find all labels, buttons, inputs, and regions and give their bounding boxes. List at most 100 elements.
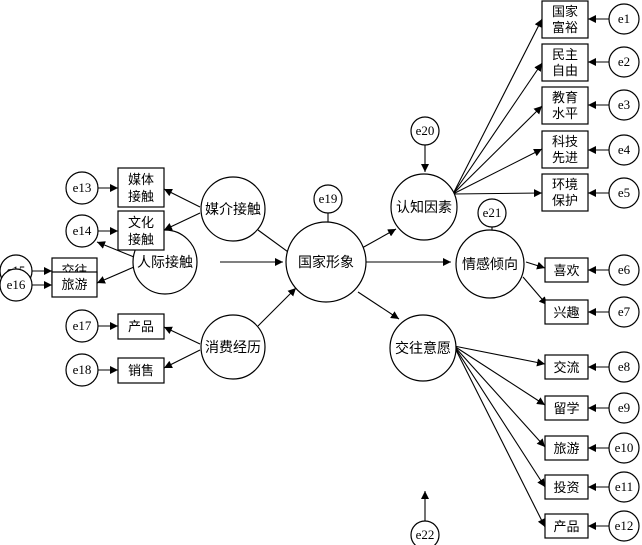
path-renji-to-jiaowang xyxy=(96,241,135,258)
error-label: e1 xyxy=(618,11,630,26)
path-jiaowang-to-chanpin xyxy=(453,345,546,528)
box-text: 富裕 xyxy=(552,20,578,36)
error-e18: e18 xyxy=(65,353,99,387)
box-text: 旅游 xyxy=(553,442,579,457)
error-label: e10 xyxy=(615,440,634,455)
box-text: 自由 xyxy=(552,64,578,79)
node-qinggan-qingxiang: 情感倾向 xyxy=(455,229,525,299)
node-jiaowang-yiyuan: 交往意愿 xyxy=(389,314,457,382)
error-label: e14 xyxy=(73,223,92,238)
box-text: 接触 xyxy=(128,189,154,205)
error-e19: e19 xyxy=(313,184,343,214)
error-label: e7 xyxy=(618,304,631,319)
path-jiaowang-to-jiaoliu xyxy=(453,345,546,367)
error-label: e22 xyxy=(416,527,435,542)
node-label-meijie-jiechu: 媒介接触 xyxy=(205,201,261,218)
error-e1: e1 xyxy=(608,3,640,35)
error-e2: e2 xyxy=(608,46,640,78)
node-xiaofei-jingli: 消费经历 xyxy=(200,314,266,380)
error-label: e4 xyxy=(618,142,631,157)
error-e3: e3 xyxy=(608,89,640,121)
error-e20: e20 xyxy=(410,116,440,146)
error-e14: e14 xyxy=(65,214,99,248)
box-text: 交流 xyxy=(553,360,579,376)
error-label: e20 xyxy=(416,123,435,138)
node-label-renzhi-yinsu: 认知因素 xyxy=(396,199,452,216)
box-wenhua-jiechu: 文化 接触 xyxy=(117,210,165,251)
path-renzhi-to-keji xyxy=(452,148,543,195)
path-jiaowang-to-liuxue xyxy=(453,345,546,406)
box-text: 保护 xyxy=(552,194,578,209)
path-renzhi-to-huanjing xyxy=(452,189,543,198)
box-text: 教育 xyxy=(552,90,578,106)
box-text: 水平 xyxy=(552,107,578,122)
error-e16: e16 xyxy=(0,268,33,302)
path-jiaowang-to-touzi xyxy=(453,345,546,488)
path-qinggan-to-xingqu xyxy=(522,276,548,306)
box-text: 喜欢 xyxy=(553,264,579,279)
error-label: e19 xyxy=(319,191,338,206)
path-meijie-to-wenhua xyxy=(163,212,201,231)
error-label: e16 xyxy=(7,277,26,292)
box-text: 投资 xyxy=(553,480,579,496)
path-meijie-to-meiti xyxy=(163,188,201,208)
error-label: e13 xyxy=(73,180,92,195)
path-xiaofei-to-xiaoshou xyxy=(163,349,201,369)
connectors xyxy=(32,15,609,530)
box-text: 文化 xyxy=(128,216,154,231)
path-renzhi-to-guojiafuyu xyxy=(452,18,543,195)
box-text: 环境 xyxy=(552,178,578,193)
error-label: e3 xyxy=(618,97,630,112)
box-xiaoshou: 销售 xyxy=(117,357,165,384)
box-minzhu-ziyou: 民主 自由 xyxy=(541,43,589,82)
error-label: e17 xyxy=(73,318,92,333)
error-label: e9 xyxy=(618,400,630,415)
box-text: 兴趣 xyxy=(553,306,579,321)
box-text: 产品 xyxy=(553,520,579,535)
node-renzhi-yinsu: 认知因素 xyxy=(390,173,458,241)
error-e13: e13 xyxy=(65,171,99,205)
box-jiaoyu-shuiping: 教育 水平 xyxy=(541,86,589,125)
error-label: e8 xyxy=(618,359,630,374)
error-label: e12 xyxy=(615,518,634,533)
box-text: 销售 xyxy=(128,363,154,379)
path-qinggan-to-xihuan xyxy=(525,261,546,270)
box-chanpin-out: 产品 xyxy=(544,513,589,539)
box-text: 媒体 xyxy=(128,173,154,188)
box-text: 民主 xyxy=(552,48,578,63)
error-e12: e12 xyxy=(608,510,640,542)
box-keji-xianjin: 科技 先进 xyxy=(541,130,589,169)
box-chanpin-in: 产品 xyxy=(117,313,165,340)
node-label-qinggan-qingxiang: 情感倾向 xyxy=(462,256,518,273)
box-text: 旅游 xyxy=(61,278,87,293)
box-text: 国家 xyxy=(552,4,578,20)
error-e17: e17 xyxy=(65,309,99,343)
box-xihuan: 喜欢 xyxy=(544,257,589,283)
observed-variables: 媒体 接触 文化 接触 交往 旅游 产品 销售 国家 富裕 xyxy=(51,0,589,539)
error-e21: e21 xyxy=(477,198,507,228)
box-text: 先进 xyxy=(552,151,578,166)
node-label-guojia-xingxiang: 国家形象 xyxy=(298,254,354,271)
path-guojia-to-renzhi xyxy=(361,228,397,249)
error-e7: e7 xyxy=(608,296,640,328)
error-label: e11 xyxy=(615,479,633,494)
error-e5: e5 xyxy=(608,177,640,209)
box-text: 接触 xyxy=(128,232,154,248)
error-e4: e4 xyxy=(608,134,640,166)
error-e8: e8 xyxy=(608,351,640,383)
box-jiaoliu: 交流 xyxy=(544,354,589,380)
path-xiaofei-to-guojia xyxy=(257,287,297,327)
box-text: 科技 xyxy=(552,135,578,150)
node-label-renji-jiechu: 人际接触 xyxy=(137,254,193,271)
box-touzi: 投资 xyxy=(544,474,589,500)
path-renzhi-to-minzhu xyxy=(452,62,543,195)
path-jiaowang-to-lvyou xyxy=(453,345,546,448)
error-e9: e9 xyxy=(608,392,640,424)
error-terms: e13 e14 e15 e16 e17 e18 e1 e2 e3 e4 e5 e… xyxy=(0,3,640,545)
path-renji-to-lvyou xyxy=(96,266,135,284)
box-lvyou-in: 旅游 xyxy=(51,271,98,298)
box-text: 产品 xyxy=(128,320,154,335)
error-e22: e22 xyxy=(410,520,440,545)
error-label: e2 xyxy=(618,54,630,69)
